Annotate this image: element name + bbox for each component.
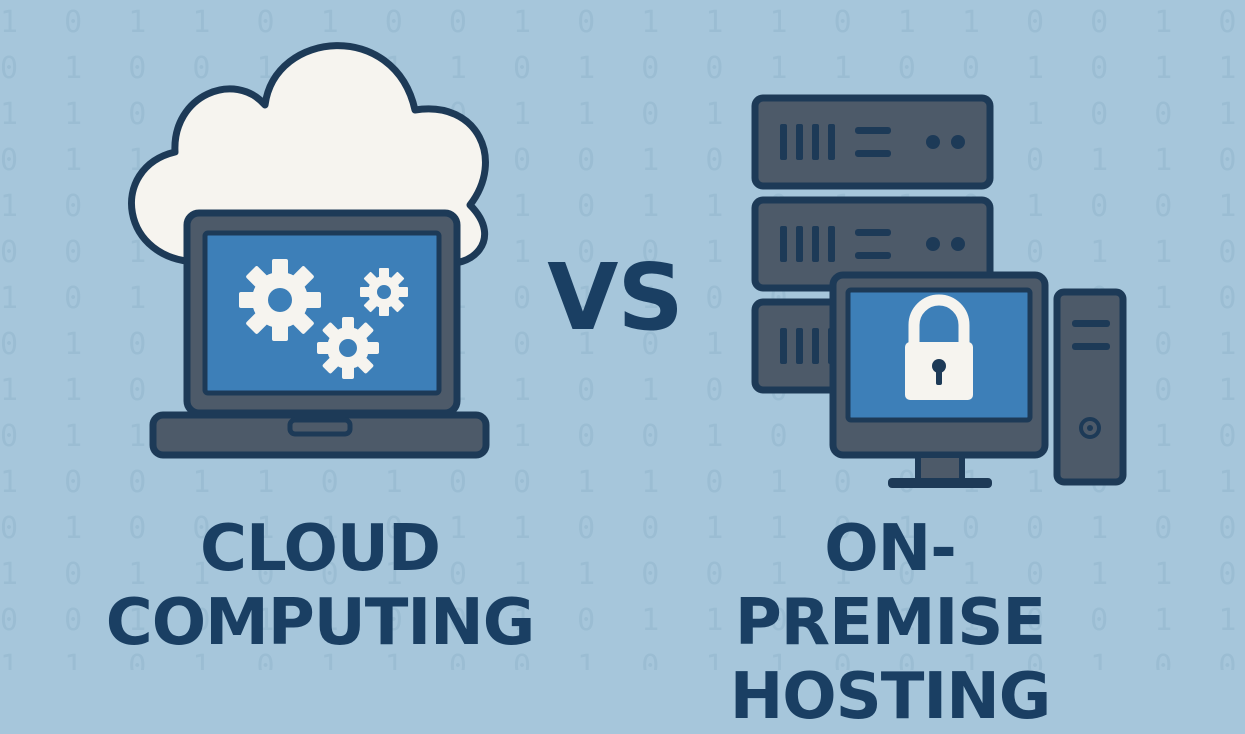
cloud-title-line-2: COMPUTING: [105, 586, 536, 660]
cloud-title-line-1: CLOUD: [200, 512, 441, 586]
comparison-illustration: [128, 42, 1127, 488]
vs-label: VS: [547, 244, 683, 351]
padlock-icon: [905, 294, 973, 400]
cloud-icon: [128, 42, 489, 267]
onprem-title-line-2: HOSTING: [729, 660, 1052, 734]
onprem-title-line-1: ON-PREMISE: [734, 512, 1046, 660]
on-premise-hosting-title: ON-PREMISE HOSTING: [680, 512, 1100, 734]
gear-icon: [239, 259, 408, 379]
cloud-computing-title: CLOUD COMPUTING: [100, 512, 540, 660]
laptop-icon: [149, 209, 490, 459]
pc-tower-icon: [1053, 288, 1127, 486]
